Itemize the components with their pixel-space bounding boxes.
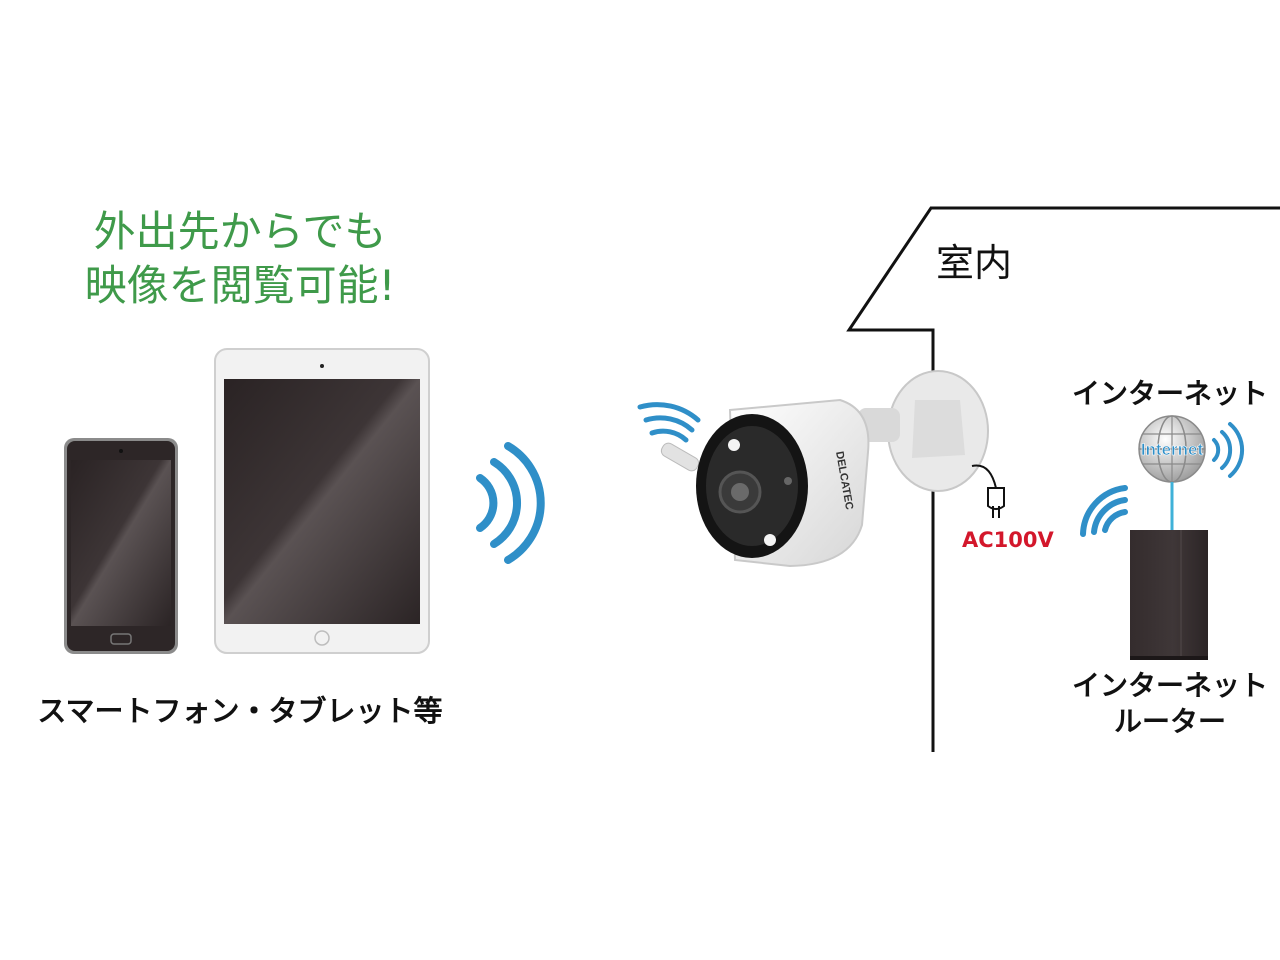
internet-globe-icon: Internet (1138, 415, 1206, 483)
tablet (214, 348, 430, 654)
wifi-devices-icon (476, 442, 545, 564)
headline-line-1: 外出先からでも (93, 207, 387, 256)
wifi-globe-icon (1212, 422, 1245, 478)
internet-label: インターネット (1071, 377, 1268, 410)
room-label: 室内 (936, 241, 1013, 285)
router-label-line-2: ルーター (1113, 705, 1226, 738)
router-label: インターネット ルーター (1070, 668, 1270, 740)
headline: 外出先からでも 映像を閲覧可能! (40, 205, 440, 313)
power-plug-icon (971, 464, 1005, 518)
wifi-router-icon (1080, 485, 1128, 537)
power-label: AC100V (962, 528, 1054, 552)
devices-caption: スマートフォン・タブレット等 (37, 694, 443, 728)
internet-router (1130, 530, 1208, 660)
globe-text: Internet (1141, 440, 1204, 459)
wifi-camera-icon (637, 402, 701, 443)
router-label-line-1: インターネット (1071, 669, 1268, 702)
headline-line-2: 映像を閲覧可能! (84, 261, 396, 310)
security-camera: DELCATEC (660, 370, 989, 568)
smartphone (64, 438, 178, 654)
